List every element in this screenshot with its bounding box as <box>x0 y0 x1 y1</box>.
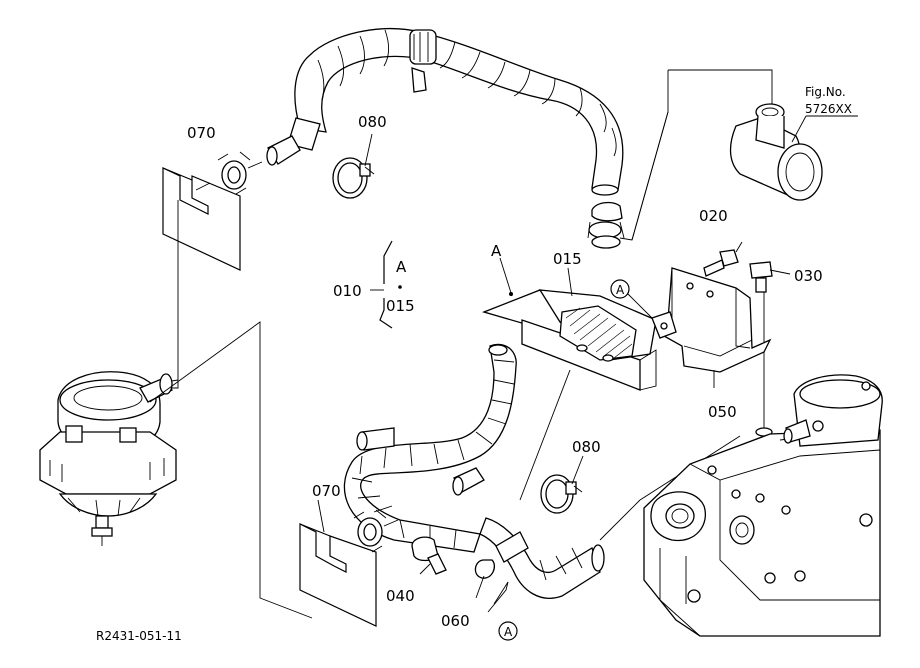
label-080-top: 080 <box>358 113 387 131</box>
fig-no-value: 5726XX <box>805 102 852 116</box>
clip-060 <box>474 531 529 613</box>
element-015-hatching <box>565 307 633 359</box>
fig-no-label: Fig.No. <box>805 85 846 99</box>
engine-block <box>643 374 883 637</box>
bolt-030 <box>749 261 791 437</box>
label-070-bottom: 070 <box>312 482 341 500</box>
label-080-bottom: 080 <box>572 438 601 456</box>
clamp-080-bottom <box>540 455 584 514</box>
label-020: 020 <box>699 207 728 225</box>
clamp-070-top <box>217 151 263 195</box>
panel-070-bottom <box>299 499 377 627</box>
panel-070-top <box>151 167 241 385</box>
label-015: 015 <box>553 250 582 268</box>
label-group-015: 015 <box>386 297 415 315</box>
tee-fitting <box>729 103 858 201</box>
callout-A-bottom-letter: A <box>504 625 513 639</box>
callout-A-top <box>610 279 630 299</box>
group-bracket-010 <box>370 240 402 329</box>
air-cleaner <box>39 371 177 546</box>
label-050: 050 <box>708 403 737 421</box>
element-015 <box>481 257 657 391</box>
bracket-050 <box>627 267 772 388</box>
label-010: 010 <box>333 282 362 300</box>
bolt-040 <box>411 536 447 575</box>
label-030: 030 <box>794 267 823 285</box>
upper-hose-clamp <box>587 201 625 249</box>
label-A-arrow: A <box>491 242 502 260</box>
label-040: 040 <box>386 587 415 605</box>
clamp-070-bottom <box>353 509 399 553</box>
upper-pipe-stub <box>266 117 321 166</box>
label-070-top: 070 <box>187 124 216 142</box>
callout-A-bottom <box>498 621 518 641</box>
bolt-020 <box>703 241 743 277</box>
upper-hose <box>294 27 624 196</box>
label-060: 060 <box>441 612 470 630</box>
drawing-code: R2431-051-11 <box>96 629 182 643</box>
callout-A-top-letter: A <box>616 283 625 297</box>
label-group-A: A <box>396 258 407 276</box>
clamp-080-top <box>332 133 375 199</box>
